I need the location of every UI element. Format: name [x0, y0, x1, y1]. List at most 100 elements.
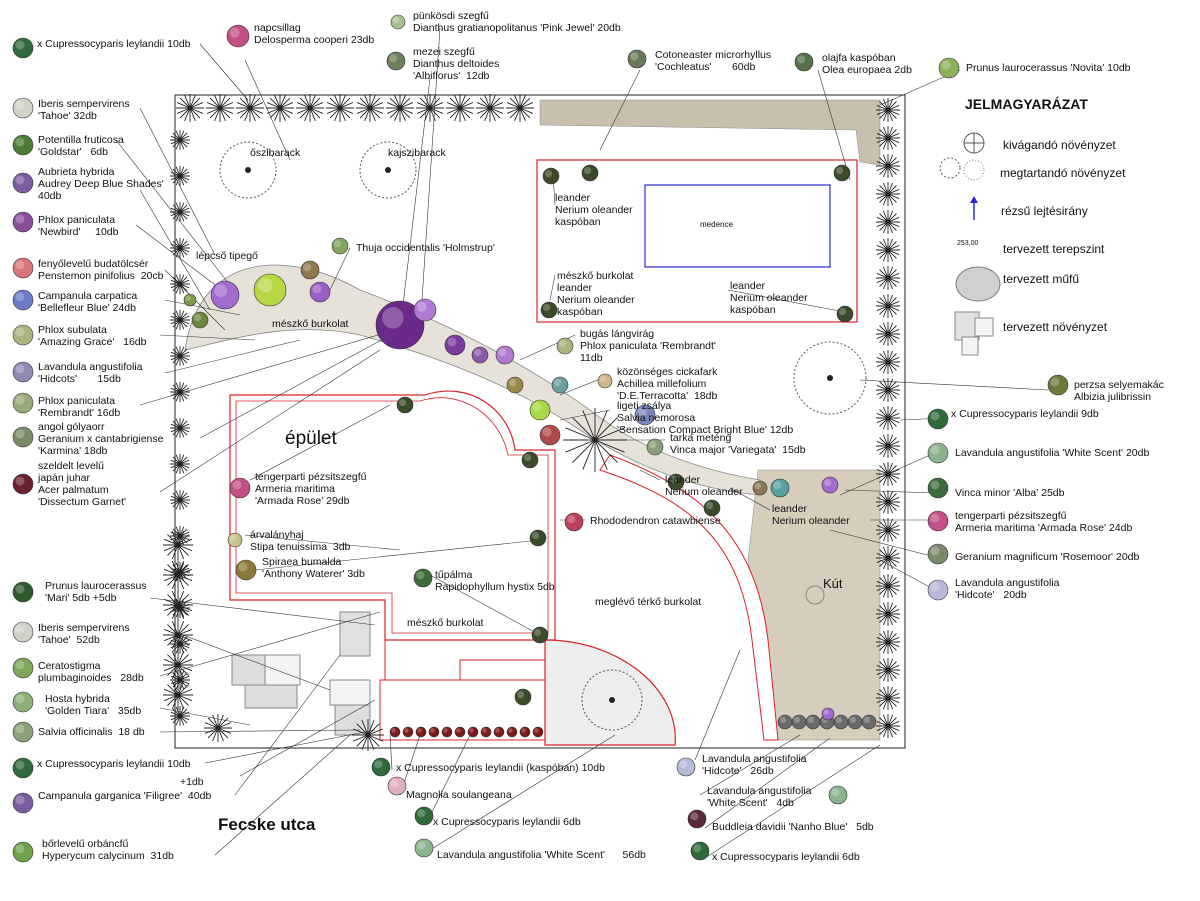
leader-line [149, 597, 376, 626]
hedge-conifer-left [170, 706, 190, 726]
leader-line [164, 299, 241, 316]
bottom-plant-label: Lavandula angustifolia 'White Scent' 56d… [437, 849, 646, 861]
hedge-conifer [326, 94, 354, 122]
leader-line [704, 744, 881, 859]
center-plant-label-line: Nerium oleander [772, 515, 850, 527]
left-plant-label: Phlox paniculata'Rembrandt' 16db [38, 395, 120, 419]
center-plant-label-line: leander [557, 282, 593, 294]
top-plant-label-line: Dianthus deltoides [413, 58, 500, 70]
oleander-pot-icon [396, 396, 414, 414]
left-plant-label-line: 'Tahoe' 52db [38, 634, 100, 646]
cotoneaster-icon [627, 49, 647, 69]
hedge-conifer-left [170, 490, 190, 510]
center-plant-label-line: Stipa tenuissima 3db [250, 541, 351, 553]
yucca-icon [563, 408, 627, 472]
left-plant-label-line: Campanula carpatica [38, 290, 138, 302]
hedge-lavender-icon [480, 726, 492, 738]
leader-line [329, 247, 351, 291]
right-plant-icon [927, 408, 949, 430]
hedge-lavender-icon [428, 726, 440, 738]
entrance-tile-6 [334, 704, 371, 736]
leader-line [199, 43, 249, 101]
building-outline [229, 390, 556, 641]
center-plant-label: Spiraea bumalda'Anthony Waterer' 3db [262, 556, 365, 580]
hedge-conifer [176, 94, 204, 122]
center-plant-label-line: Armeria maritima [255, 483, 335, 495]
leader-line [115, 139, 231, 286]
leader-line [429, 574, 541, 636]
building-label: épület [285, 428, 337, 449]
bottom-plant-icon [414, 806, 434, 826]
bed-plant [471, 346, 489, 364]
hedge-conifer-right [876, 266, 900, 290]
left-plant-label: +1db [180, 776, 204, 788]
left-plant-icon [12, 172, 34, 194]
center-plant-label-line: leander [555, 192, 591, 204]
bottom-plant-icon [371, 757, 391, 777]
hedge-lavender-icon [467, 726, 479, 738]
prunus-novita-icon [938, 57, 960, 79]
center-plant-label-line: 'Sensation Compact Bright Blue' 12db [617, 424, 794, 436]
curved-bed [184, 264, 761, 496]
left-plant-label-line: Penstemon pinifolius 20cb [38, 270, 164, 282]
left-plant-label: Lavandula angustifolia'Hidcots' 15db [38, 361, 143, 385]
thuja-icon [331, 237, 349, 255]
leader-line [729, 487, 771, 511]
left-plant-label-line: bőrlevelű orbáncfű [42, 838, 129, 850]
legend-slope-label: rézsű lejtésirány [1001, 204, 1088, 218]
legend-keep-symbol-2 [963, 159, 985, 181]
legend-remove-label: kivágandó növényzet [1003, 138, 1116, 152]
fountain-label: Kút [823, 576, 843, 591]
legend-lawn-label: tervezett műfű [1003, 272, 1080, 286]
bed-plant [375, 300, 425, 350]
bottom-plant-label: x Cupressocyparis leylandii (kaspóban) 1… [396, 762, 605, 774]
left-plant-icon [12, 426, 34, 448]
hedge-conifer-right [876, 518, 900, 542]
leader-line [254, 539, 541, 571]
bed-plant [309, 281, 331, 303]
center-plant-label-line: tűpálma [435, 569, 473, 581]
lavender-bed-icon [777, 714, 793, 730]
hedge-conifer-left [170, 418, 190, 438]
center-plant-label-line: leander [730, 280, 766, 292]
legend-level-sample: 253,00 [957, 240, 979, 247]
pool-label: medence [700, 220, 733, 229]
lavender-bed-icon [861, 714, 877, 730]
center-plant-label-line: Salvia nemorosa [617, 412, 696, 424]
olea-icon [794, 52, 814, 72]
hedge-conifer [416, 94, 444, 122]
left-plant-icon [12, 691, 34, 713]
leader-line [817, 69, 851, 181]
center-plant-label-line: 11db [580, 352, 603, 364]
right-plant-label-line: Armeria maritima 'Armada Rose' 24db [955, 522, 1133, 534]
hedge-conifer [506, 94, 534, 122]
lavender-bed-icon [833, 714, 849, 730]
conifer-corner [204, 714, 232, 742]
top-plant-label-line: olajfa kaspóban [822, 52, 896, 64]
left-plant-icon [12, 473, 34, 495]
hedge-conifer-right [876, 294, 900, 318]
bed-plant [495, 345, 515, 365]
left-plant-label-line: 'Karmina' 18db [38, 445, 108, 457]
hedge-conifer-right [876, 658, 900, 682]
right-plant-icon [927, 477, 949, 499]
hedge-conifer-left [170, 382, 190, 402]
right-plant-label-line: Lavandula angustifolia [955, 577, 1060, 589]
center-plant-label-line: Achillea millefolium [617, 378, 707, 390]
left-plant-icon [12, 721, 34, 743]
bottom-plant-label-line: x Cupressocyparis leylandii (kaspóban) 1… [396, 762, 605, 774]
apricot-tree [359, 141, 417, 199]
left-plant-label-line: 40db [38, 190, 62, 202]
hedge-conifer-right [876, 490, 900, 514]
left-plant-label: Hosta hybrida'Golden Tiara' 35db [45, 693, 141, 717]
leader-line [244, 59, 291, 161]
left-plant-label-line: Iberis sempervirens [38, 622, 130, 634]
hedge-conifer-right [876, 238, 900, 262]
center-plant-label-line: Nerium oleander [665, 486, 743, 498]
right-plant-label-line: Albizia julibrissin [1074, 391, 1152, 403]
